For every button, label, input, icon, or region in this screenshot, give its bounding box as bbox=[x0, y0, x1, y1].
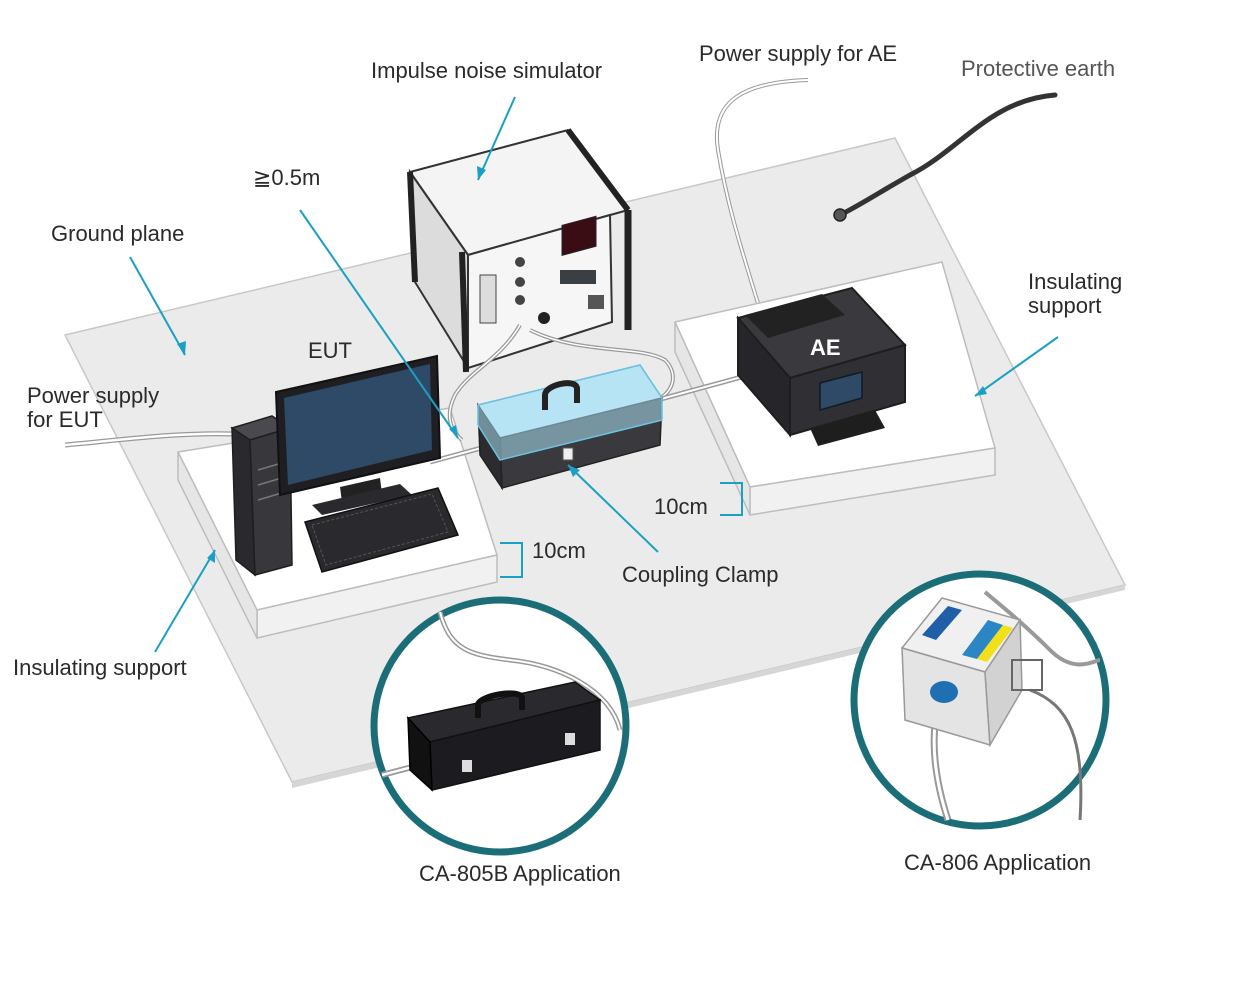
leader-arrows bbox=[177, 166, 987, 563]
impulse-noise-simulator bbox=[407, 128, 632, 373]
coupling-clamp bbox=[476, 364, 664, 491]
protective-earth-cable bbox=[839, 92, 1058, 217]
impulse-noise-simulator-label: Impulse noise simulator bbox=[371, 58, 603, 83]
protective-earth-label: Protective earth bbox=[961, 56, 1116, 81]
eut-label: EUT bbox=[308, 338, 352, 363]
ground-plane-label: Ground plane bbox=[51, 221, 185, 246]
ae-printer bbox=[736, 286, 907, 446]
height-bracket-right bbox=[720, 482, 743, 516]
insulating-support-left-label: Insulating support bbox=[13, 655, 187, 680]
earth-terminal bbox=[833, 208, 847, 222]
height-bracket-left bbox=[500, 542, 523, 578]
eut-monitor bbox=[274, 354, 442, 515]
height-right-label: 10cm bbox=[654, 494, 708, 519]
ca805b-application-circle bbox=[370, 596, 630, 856]
ca806-application-label: CA-806 Application bbox=[904, 850, 1092, 875]
height-left-label: 10cm bbox=[532, 538, 586, 563]
power-supply-eut-label: Power supply for EUT bbox=[27, 383, 160, 432]
ca806-application-circle bbox=[850, 570, 1110, 830]
power-supply-ae-label: Power supply for AE bbox=[699, 41, 898, 66]
ca805b-application-label: CA-805B Application bbox=[419, 861, 621, 886]
leader-lines bbox=[129, 96, 1059, 653]
eut-keyboard bbox=[304, 487, 460, 573]
coupling-clamp-label: Coupling Clamp bbox=[622, 562, 779, 587]
distance-label: ≧0.5m bbox=[253, 165, 321, 190]
ae-label: AE bbox=[810, 335, 841, 360]
insulating-support-right-label: Insulating support bbox=[1028, 269, 1123, 318]
